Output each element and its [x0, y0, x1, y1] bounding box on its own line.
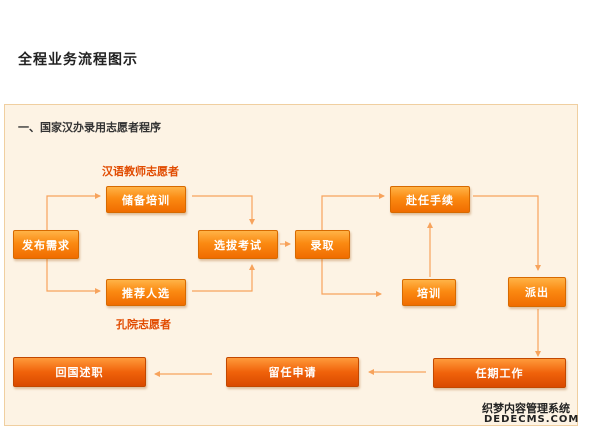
step-publish-demand: 发布需求 [13, 230, 79, 259]
step-extension-application: 留任申请 [226, 357, 359, 387]
arrow-admission-to-training [321, 259, 382, 297]
arrow-publish-to-reserve [46, 193, 101, 230]
page-title: 全程业务流程图示 [18, 52, 138, 68]
step-selection-exam: 选拔考试 [198, 230, 278, 259]
step-term-work: 任期工作 [433, 358, 566, 388]
step-recommend-candidates: 推荐人选 [106, 279, 186, 306]
step-training: 培训 [402, 279, 456, 306]
step-admission: 录取 [295, 230, 350, 259]
arrow-recommend-to-exam [192, 264, 255, 292]
watermark-english: DEDECMS.COM [484, 414, 580, 425]
step-departure-formalities: 赴任手续 [390, 186, 470, 213]
step-reserve-training: 储备培训 [106, 186, 186, 213]
section-title: 一、国家汉办录用志愿者程序 [18, 121, 161, 134]
watermark-chinese: 织梦内容管理系统 [482, 402, 570, 415]
arrow-reserve-to-exam [192, 195, 255, 225]
arrow-publish-to-recommend [46, 259, 101, 294]
step-return-report: 回国述职 [13, 357, 146, 387]
arrow-departure-to-dispatch [473, 195, 541, 271]
step-dispatch: 派出 [508, 277, 566, 307]
arrow-admission-to-departure [321, 193, 385, 230]
label-confucius-volunteer: 孔院志愿者 [116, 318, 171, 331]
label-chinese-teacher-volunteer: 汉语教师志愿者 [102, 165, 179, 178]
